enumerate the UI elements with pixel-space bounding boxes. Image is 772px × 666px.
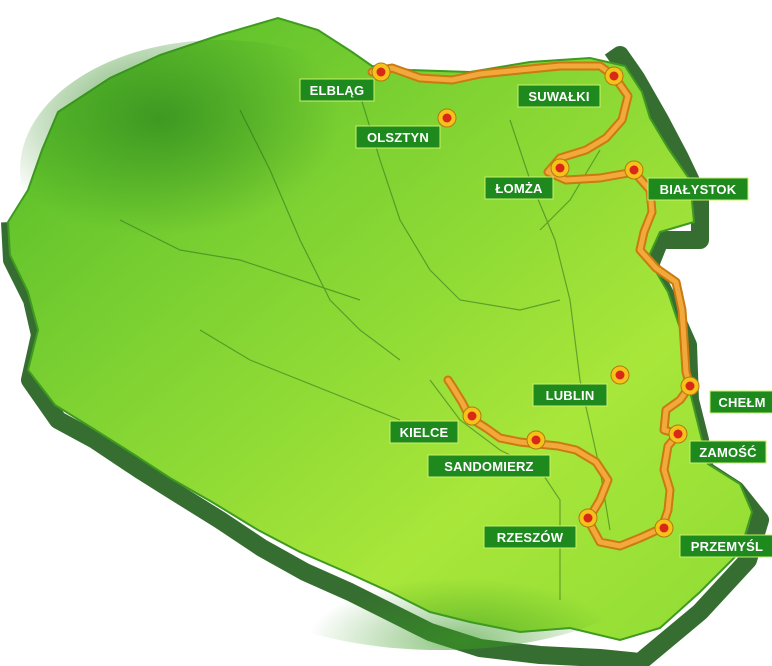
label-box (532, 383, 608, 407)
label-sandomierz: SANDOMIERZ (427, 454, 551, 478)
label-elblag: ELBLĄG (299, 78, 375, 102)
city-name: ZAMOŚĆ (699, 445, 757, 460)
marker-dot (609, 71, 619, 81)
city-labels: ELBLĄG OLSZTYN SUWAŁKI ŁOMŻA BIAŁYSTOK LUBLIN… (299, 78, 772, 558)
marker-dot (555, 163, 565, 173)
label-box (427, 454, 551, 478)
label-rzeszow: RZESZÓW (483, 525, 577, 549)
city-name: ŁOMŻA (495, 181, 543, 196)
label-lomza: ŁOMŻA (484, 176, 554, 200)
hills-shading-south (220, 470, 660, 650)
marker-rzeszow (578, 508, 598, 528)
label-box (679, 534, 772, 558)
city-name: KIELCE (400, 425, 449, 440)
marker-przemysl (654, 518, 674, 538)
marker-dot (673, 429, 683, 439)
label-box (517, 84, 601, 108)
label-box (709, 390, 772, 414)
marker-chelm (680, 376, 700, 396)
marker-dot (442, 113, 452, 123)
label-box (355, 125, 441, 149)
label-lublin: LUBLIN (532, 383, 608, 407)
label-chelm: CHEŁM (709, 390, 772, 414)
marker-kielce (462, 406, 482, 426)
marker-dot (629, 165, 639, 175)
marker-dot (531, 435, 541, 445)
label-box (483, 525, 577, 549)
marker-suwalki (604, 66, 624, 86)
label-olsztyn: OLSZTYN (355, 125, 441, 149)
marker-dot (467, 411, 477, 421)
city-name: CHEŁM (718, 395, 765, 410)
marker-sandomierz (526, 430, 546, 450)
marker-dot (376, 67, 386, 77)
marker-lomza (550, 158, 570, 178)
city-name: ELBLĄG (310, 83, 365, 98)
marker-dot (659, 523, 669, 533)
label-box (484, 176, 554, 200)
marker-lublin (610, 365, 630, 385)
city-name: SANDOMIERZ (444, 459, 533, 474)
city-name: RZESZÓW (497, 530, 564, 545)
city-name: BIAŁYSTOK (660, 182, 737, 197)
label-box (647, 177, 749, 201)
city-name: SUWAŁKI (528, 89, 589, 104)
city-name: OLSZTYN (367, 130, 429, 145)
marker-dot (583, 513, 593, 523)
hills-shading-north (20, 40, 420, 300)
marker-dot (615, 370, 625, 380)
marker-olsztyn (437, 108, 457, 128)
marker-zamosc (668, 424, 688, 444)
city-name: PRZEMYŚL (691, 539, 763, 554)
land-side-wall (1, 46, 769, 666)
city-markers (371, 62, 700, 538)
marker-bialystok (624, 160, 644, 180)
label-box (389, 420, 459, 444)
label-suwalki: SUWAŁKI (517, 84, 601, 108)
label-bialystok: BIAŁYSTOK (647, 177, 749, 201)
label-box (689, 440, 767, 464)
label-przemysl: PRZEMYŚL (679, 534, 772, 558)
label-zamosc: ZAMOŚĆ (689, 440, 767, 464)
marker-dot (685, 381, 695, 391)
marker-elblag (371, 62, 391, 82)
city-name: LUBLIN (546, 388, 595, 403)
label-box (299, 78, 375, 102)
label-kielce: KIELCE (389, 420, 459, 444)
